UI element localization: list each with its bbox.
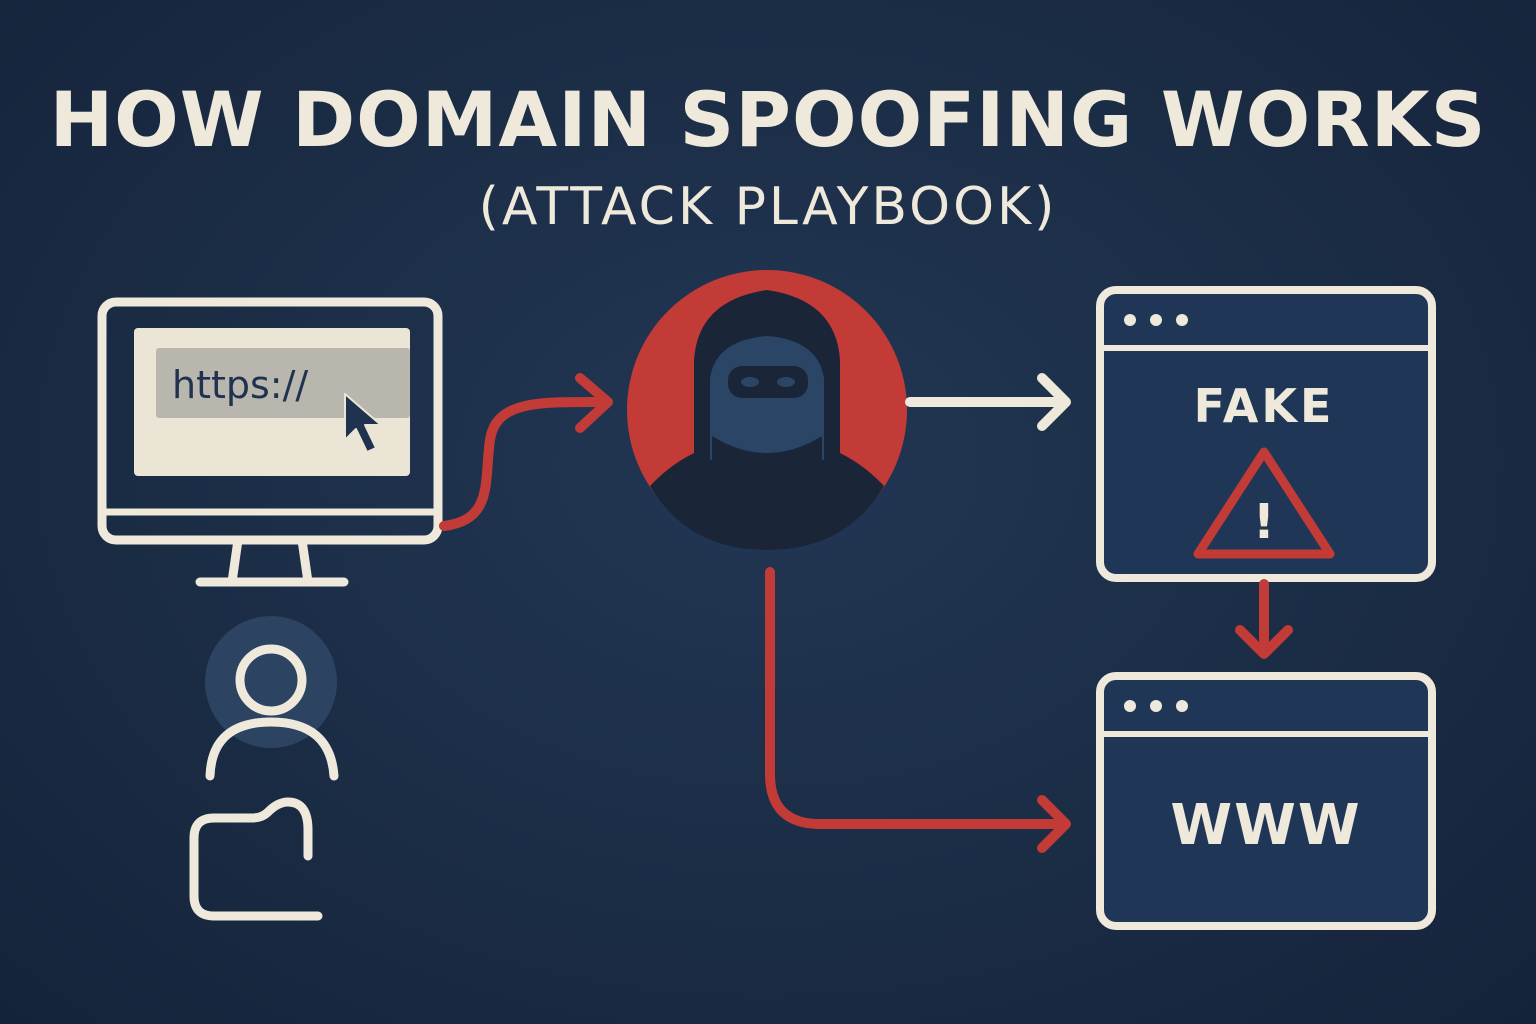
folder-icon (189, 797, 323, 921)
real-site-window: WWW (1096, 672, 1436, 930)
warning-symbol: ! (1253, 494, 1275, 550)
url-bar[interactable]: https:// (156, 348, 410, 418)
page-title: HOW DOMAIN SPOOFING WORKS (49, 75, 1487, 164)
fake-to-real-arrow (1235, 579, 1293, 659)
monitor-icon (97, 297, 443, 587)
warning-triangle-icon: ! (1193, 447, 1335, 559)
url-text: https:// (172, 363, 308, 407)
fake-site-window: FAKE (1096, 286, 1436, 582)
hooded-hacker-icon (627, 270, 907, 550)
attacker-to-real-arrow (765, 567, 1071, 853)
user-icon (205, 616, 339, 781)
page-subtitle: (ATTACK PLAYBOOK) (478, 177, 1058, 237)
fake-site-label: FAKE (1194, 379, 1335, 433)
real-site-label: WWW (1170, 793, 1361, 858)
cursor-arrow-icon (344, 393, 382, 453)
forward-arrow (905, 373, 1071, 431)
redirect-arrow (439, 373, 613, 531)
